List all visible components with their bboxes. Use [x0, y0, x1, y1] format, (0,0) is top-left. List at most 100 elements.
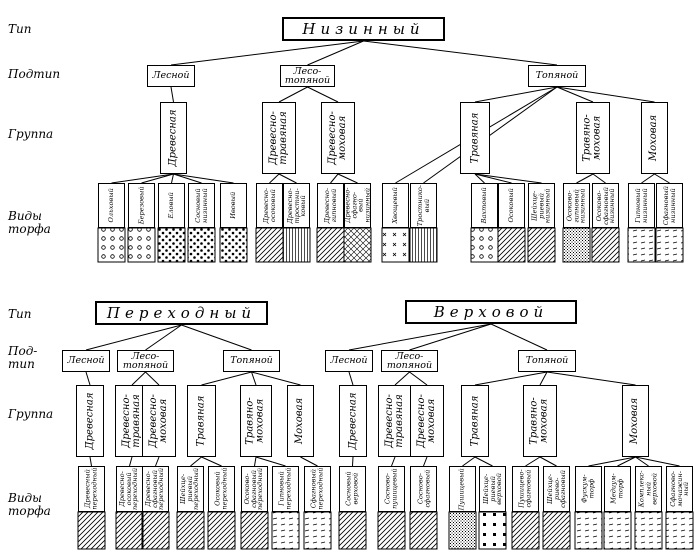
species-box-label: Ольховый [107, 188, 116, 223]
connector-line [254, 456, 257, 467]
species-box: Шейхце- риевый переходный [177, 466, 204, 512]
connector-line [145, 324, 182, 351]
connector-line [394, 371, 410, 386]
peat-pattern-swatch [157, 227, 186, 263]
peat-pattern-swatch [409, 511, 438, 550]
species-box-label: Сосново- сфагновый [415, 470, 431, 508]
species-box: Осоковый переходный [208, 466, 235, 512]
row-label-group-top: Группа [8, 127, 54, 141]
connector-line [131, 371, 146, 386]
connector-line [337, 173, 358, 184]
connector-line [363, 40, 558, 66]
connector-line [278, 86, 308, 103]
peat-pattern-swatch [141, 511, 170, 550]
peat-pattern-swatch [603, 511, 632, 550]
peat-pattern-swatch [338, 511, 367, 550]
connector-line [592, 173, 606, 184]
group-box: Древесно- моховая [410, 385, 444, 457]
group-box-label: Травяная [195, 395, 207, 447]
connector-line [201, 456, 222, 467]
row-label-species-top: Виды торфа [8, 209, 51, 236]
species-box: Березовый [128, 183, 155, 228]
peat-pattern-swatch [497, 227, 526, 263]
connector-line [556, 86, 594, 103]
species-box: Медиум- торф [604, 466, 631, 512]
group-box-label: Древесная [167, 109, 179, 167]
group-box-label: Древесно- травяная [384, 394, 405, 448]
group-box-label: Древесно- травяная [268, 111, 289, 165]
species-box-label: Древесно- осоковый [261, 187, 277, 224]
species-box: Гипновый низинный [628, 183, 655, 228]
type-box: Низинный [282, 17, 445, 41]
species-box-label: Вахтовый [480, 187, 489, 224]
peat-pattern-swatch [303, 511, 332, 550]
species-box-label: Гипновый переходный [277, 467, 293, 511]
subtype-box: Лесной [62, 350, 110, 372]
species-box-label: Ивовый [229, 191, 238, 220]
species-box: Вахтовый [471, 183, 498, 228]
peat-pattern-swatch [207, 511, 236, 550]
connector-line [85, 324, 182, 351]
peat-pattern-swatch [127, 227, 156, 263]
connector-line [576, 173, 594, 184]
group-box-label: Моховая [629, 397, 641, 445]
connector-line [269, 173, 280, 184]
subtype-box: Лесо- топяной [280, 65, 335, 87]
type-box: Переходный [95, 301, 268, 325]
connector-line [348, 371, 354, 386]
subtype-box-label: Топяной [535, 70, 579, 82]
connector-line [181, 324, 252, 351]
connector-line [300, 456, 318, 467]
connector-line [474, 173, 485, 184]
species-box-label: Сосново- пушицевый [383, 468, 399, 510]
species-box-label: Древесно- тростни- ковый [285, 187, 307, 224]
species-box-label: Медиум- торф [609, 473, 625, 505]
group-box: Травяная [460, 102, 490, 174]
species-box: Шейхце- риевый низинный [528, 183, 555, 228]
species-box-label: Осоково- сфагновый переходный [243, 467, 265, 511]
species-box: Пушицевый [449, 466, 476, 512]
connector-line [352, 456, 354, 467]
peat-pattern-swatch [316, 227, 345, 263]
species-box: Сосново- сфагновый [410, 466, 437, 512]
species-box-label: Сфагновый переходный [309, 467, 325, 511]
connector-line [129, 456, 133, 467]
peat-pattern-swatch [527, 227, 556, 263]
connector-line [474, 173, 542, 184]
type-box: Верховой [405, 300, 577, 324]
peat-pattern-swatch [627, 227, 656, 263]
peat-pattern-swatch [377, 511, 406, 550]
connector-line [391, 456, 396, 467]
connector-line [539, 456, 557, 467]
subtype-box-label: Лесо- топяной [386, 350, 433, 371]
connector-line [348, 323, 492, 351]
connector-line [546, 371, 636, 386]
species-box-label: Древесно- сфагновый переходный [144, 467, 166, 511]
peat-pattern-swatch [470, 227, 499, 263]
connector-line [173, 173, 234, 184]
type-box-label: Переходный [106, 303, 257, 322]
species-box: Ивовый [220, 183, 247, 228]
species-box-label: Комплекс- ный верховой [637, 470, 659, 508]
peat-pattern-swatch [634, 511, 663, 550]
species-box-label: Сфагновый низинный [661, 185, 677, 226]
species-box: Шейхце- риево- сфагновый [543, 466, 570, 512]
subtype-box: Лесо- топяной [381, 350, 438, 372]
species-box: Сфагновый низинный [656, 183, 683, 228]
group-box: Моховая [287, 385, 314, 457]
connector-line [409, 323, 492, 351]
connector-line [89, 456, 92, 467]
subtype-box: Топяной [528, 65, 586, 87]
group-box-label: Древесно- моховая [416, 394, 437, 448]
connector-line [190, 456, 202, 467]
peat-pattern-swatch [115, 511, 144, 550]
connector-line [278, 173, 297, 184]
group-box: Моховая [622, 385, 649, 457]
connector-line [409, 371, 428, 386]
connector-line [462, 456, 476, 467]
species-box-label: Гипновый низинный [633, 188, 649, 223]
group-box: Травяно- моховая [576, 102, 610, 174]
species-box-label: Пушицевый [458, 467, 467, 511]
connector-line [171, 173, 174, 184]
